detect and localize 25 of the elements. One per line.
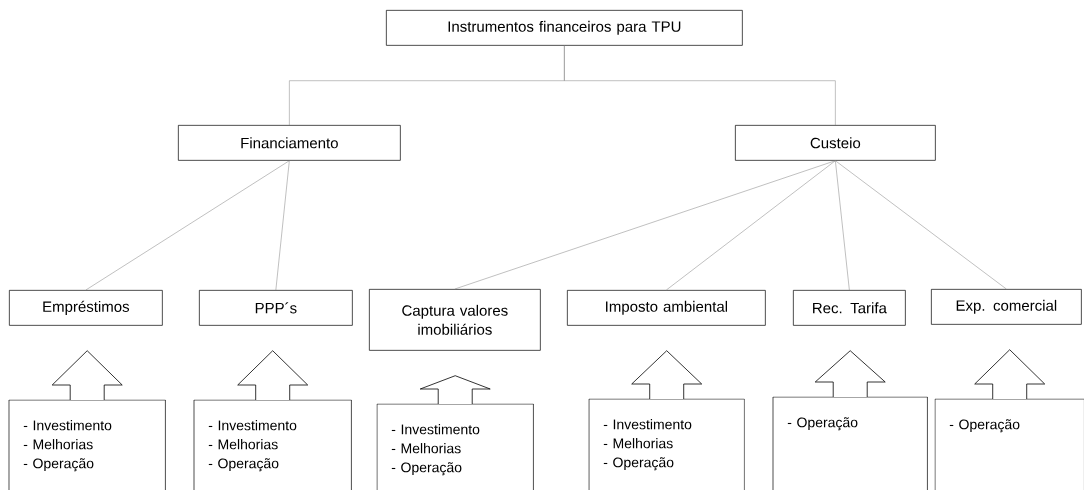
instrument-box: Imposto ambiental: [567, 290, 766, 326]
block-arrow: [974, 349, 1046, 400]
connector-line: [85, 160, 290, 291]
instrument-box: Captura valores imobiliários: [369, 289, 541, 351]
category-box: Custeio: [735, 125, 936, 161]
block-arrow: [51, 350, 123, 401]
block-arrow: [631, 350, 703, 400]
list-box: - Investimento - Melhorias - Operação: [193, 399, 352, 490]
connector-line: [835, 160, 1007, 290]
connector-line: [454, 160, 836, 290]
list-box: - Investimento - Melhorias - Operação: [8, 399, 166, 490]
block-arrow: [814, 350, 886, 398]
block-arrow: [419, 375, 491, 405]
instrument-box: PPP´s: [199, 290, 353, 326]
instrument-box: Exp. comercial: [931, 289, 1082, 325]
connector-line: [835, 160, 850, 291]
connector-line: [666, 160, 836, 291]
instrument-box: Empréstimos: [9, 290, 163, 326]
title-box: Instrumentos financeiros para TPU: [386, 10, 743, 46]
connector-line: [275, 160, 290, 291]
connector-line: [564, 45, 836, 126]
list-box: - Operação: [772, 396, 928, 490]
category-box: Financiamento: [178, 125, 401, 161]
block-arrow: [237, 350, 309, 401]
instrument-box: Rec. Tarifa: [793, 290, 906, 326]
